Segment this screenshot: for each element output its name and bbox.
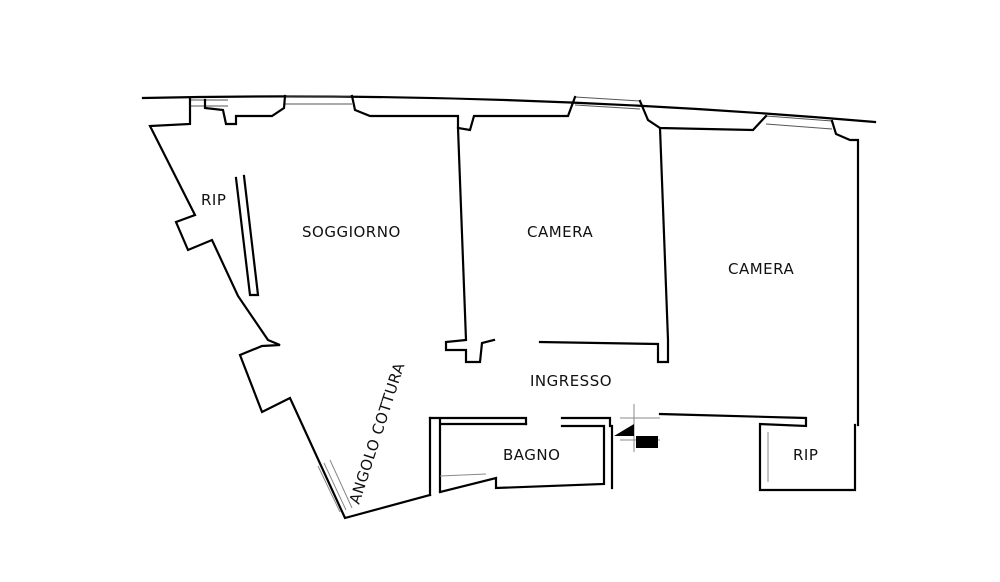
angolo-cottura-label: ANGOLO COTTURA <box>346 360 409 506</box>
rip-right-label: RIP <box>793 446 818 464</box>
facade-window-3 <box>765 115 833 130</box>
ingresso-lower-wall-mid <box>560 416 612 428</box>
camera-center-left-wall <box>444 126 496 364</box>
camera-center-label: CAMERA <box>527 223 593 241</box>
facade-window-1 <box>285 95 352 105</box>
soggiorno-label: SOGGIORNO <box>302 223 401 241</box>
pillar-left <box>203 94 287 126</box>
bagno-label: BAGNO <box>503 446 560 464</box>
facade-window-2 <box>574 96 641 110</box>
bagno-window-line <box>439 473 487 477</box>
kitchen-counter-line-3 <box>329 459 353 509</box>
ingresso-lower-wall-right <box>658 412 857 492</box>
panel-symbol <box>614 404 660 452</box>
pillar-right <box>830 119 860 427</box>
left-outer-wall <box>148 96 432 520</box>
kitchen-counter-line-1 <box>317 465 341 513</box>
camera-center-right-wall <box>538 126 670 364</box>
rip-left-label: RIP <box>201 191 226 209</box>
pillar-mid-right <box>638 99 768 132</box>
camera-right-label: CAMERA <box>728 260 794 278</box>
outer-facade-curve <box>141 95 877 124</box>
facade-window-0 <box>190 99 228 107</box>
rip-left-partition <box>234 174 260 297</box>
kitchen-counter-line-2 <box>323 462 347 511</box>
ingresso-lower-wall-left <box>428 416 528 426</box>
bagno-walls <box>428 416 606 497</box>
ingresso-label: INGRESSO <box>530 372 612 390</box>
